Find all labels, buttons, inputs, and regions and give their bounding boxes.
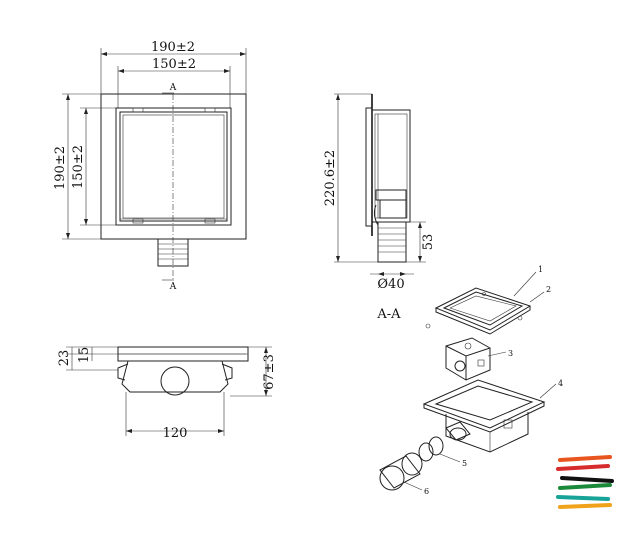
- logo-stripe-3: [560, 476, 614, 483]
- front-view: 23 15 67±3 120: [57, 346, 277, 441]
- outlet-diameter-label: Ø40: [377, 277, 404, 292]
- brand-logo: [556, 455, 614, 509]
- top-inner-height-label: 150±2: [71, 145, 86, 189]
- section-title: A-A: [376, 307, 401, 322]
- grate-height-label: 15: [77, 347, 92, 364]
- outlet-pipe-part: [379, 452, 423, 491]
- top-outer-height-label: 190±2: [53, 146, 68, 190]
- top-outer-width-label: 190±2: [151, 40, 195, 55]
- exploded-view: 1 2 3 4: [379, 265, 563, 496]
- callout-3: 3: [508, 349, 513, 358]
- outlet-height-label: 53: [421, 234, 436, 251]
- logo-stripe-5: [556, 495, 610, 501]
- grate-part: [425, 287, 532, 335]
- drain-body-part: [422, 379, 546, 453]
- callout-2: 2: [546, 285, 551, 294]
- side-section-view: 220.6±2 53 Ø40 A-A: [323, 93, 436, 322]
- section-height-label: 220.6±2: [323, 150, 338, 206]
- callout-1: 1: [538, 265, 543, 274]
- seal-rings-part: [418, 436, 444, 462]
- body-width-label: 120: [163, 426, 188, 441]
- top-view: 190±2 150±2 A A: [53, 40, 247, 292]
- logo-stripe-2: [556, 464, 610, 471]
- callout-5: 5: [462, 459, 467, 468]
- logo-stripe-6: [558, 503, 612, 509]
- logo-stripe-1: [558, 455, 612, 462]
- total-height-label: 67±3: [262, 354, 277, 390]
- section-mark-bottom: A: [169, 282, 177, 292]
- section-mark-top: A: [169, 83, 177, 93]
- callout-4: 4: [558, 379, 563, 388]
- logo-stripe-4: [558, 483, 612, 490]
- trap-insert-part: [445, 337, 491, 381]
- flange-height-label: 23: [57, 350, 72, 367]
- top-inner-width-label: 150±2: [152, 57, 196, 72]
- callout-6: 6: [424, 487, 429, 496]
